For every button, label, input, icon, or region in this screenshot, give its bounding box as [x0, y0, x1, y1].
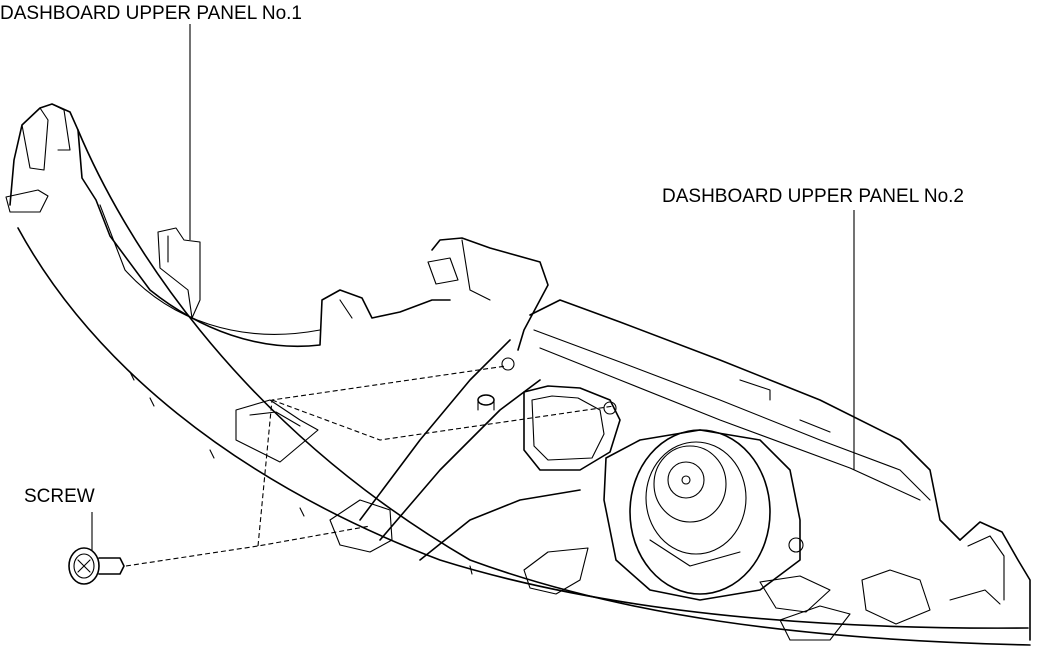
- label-screw: SCREW: [24, 486, 95, 507]
- dashboard-upper-panel-no2: [235, 237, 961, 641]
- screw-part: [68, 547, 125, 585]
- assembly-dashed-lines: [125, 365, 615, 567]
- label-dashboard-upper-panel-no2: DASHBOARD UPPER PANEL No.2: [662, 186, 964, 207]
- callout-leader-lines: [91, 24, 855, 550]
- label-dashboard-upper-panel-no1: DASHBOARD UPPER PANEL No.1: [0, 3, 302, 24]
- dashboard-upper-panel-no1: [5, 103, 1031, 646]
